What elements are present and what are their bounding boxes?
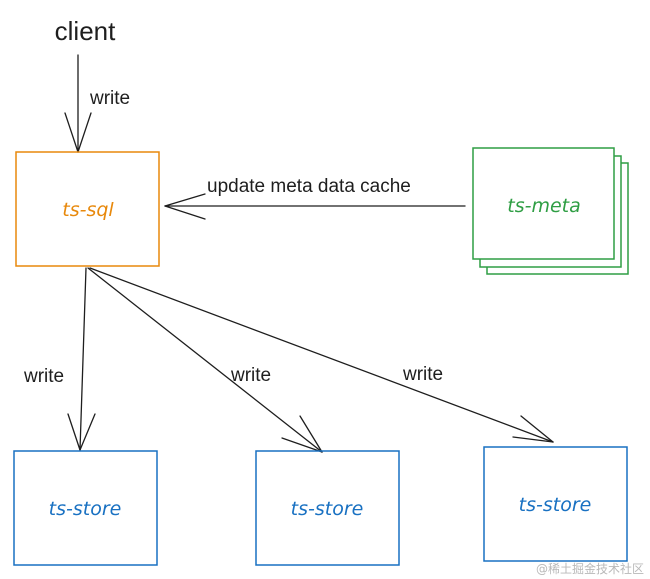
arrow-sql-to-store-3 [89,267,554,443]
node-ts-meta: ts-meta [472,147,629,275]
edge-label-write-store-3: write [402,364,443,385]
edge-label-client-write: write [89,88,130,109]
edge-label-write-store-2: write [230,365,271,386]
node-ts-store-2-label: ts-store [291,498,364,520]
edge-label-write-store-1: write [23,366,64,387]
node-ts-store-3-label: ts-store [519,494,592,516]
node-ts-store-2: ts-store [255,450,400,566]
node-ts-store-1-label: ts-store [49,498,122,520]
watermark: @稀土掘金技术社区 [536,561,644,576]
node-ts-meta-label: ts-meta [507,195,581,217]
node-ts-store-1: ts-store [13,450,158,566]
arrow-client-to-sql [64,54,92,153]
arrow-meta-to-sql [164,193,466,220]
node-ts-store-3: ts-store [483,446,628,562]
edge-label-update-meta: update meta data cache [207,176,411,197]
node-ts-sql: ts-sql [15,151,160,267]
arrow-sql-to-store-2 [87,267,323,453]
node-ts-sql-label: ts-sql [62,199,114,221]
arrow-sql-to-store-1 [67,267,96,451]
client-label: client [55,16,116,46]
